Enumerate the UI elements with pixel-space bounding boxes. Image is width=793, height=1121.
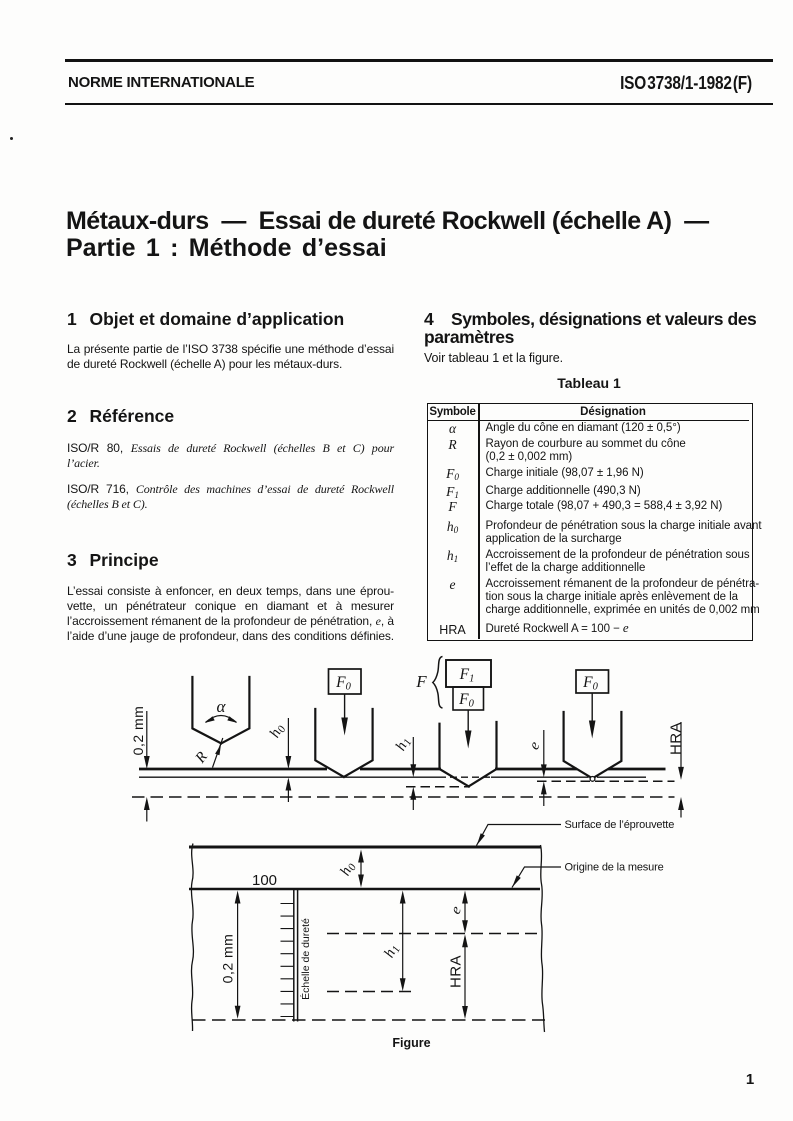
svg-text:HRA: HRA: [448, 955, 465, 988]
svg-text:F0: F0: [458, 691, 474, 710]
svg-text:R: R: [192, 749, 211, 767]
svg-text:0,2 mm: 0,2 mm: [130, 706, 146, 756]
svg-text:h0: h0: [337, 859, 359, 879]
svg-text:e: e: [448, 903, 465, 917]
svg-text:h0: h0: [267, 721, 289, 741]
svg-text:Échelle de dureté: Échelle de dureté: [299, 918, 312, 1000]
svg-text:Surface de l’éprouvette: Surface de l’éprouvette: [565, 819, 675, 831]
svg-text:F0: F0: [582, 674, 598, 693]
svg-text:α: α: [217, 697, 227, 716]
svg-text:e: e: [526, 739, 543, 753]
svg-text:h1: h1: [381, 942, 403, 962]
svg-text:HRA: HRA: [668, 722, 685, 755]
svg-text:F1: F1: [459, 666, 475, 685]
svg-text:100: 100: [252, 872, 277, 889]
svg-text:0,2 mm: 0,2 mm: [220, 934, 236, 984]
svg-text:F: F: [415, 672, 427, 691]
svg-text:F0: F0: [335, 674, 351, 693]
svg-text:h1: h1: [393, 735, 415, 755]
svg-text:Origine de la mesure: Origine de la mesure: [565, 862, 664, 874]
